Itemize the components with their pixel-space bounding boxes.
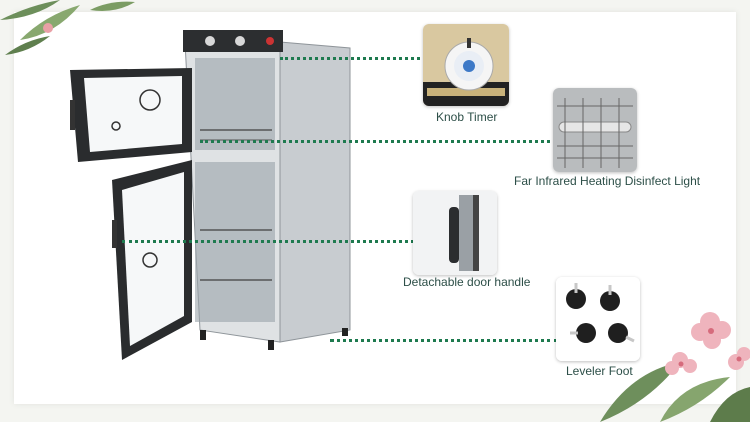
heating-light-icon	[553, 88, 637, 172]
flowers-decoration	[600, 312, 750, 422]
leveler-foot-icon	[556, 277, 640, 361]
connector-heating-light	[200, 140, 550, 143]
leaves-decoration	[0, 0, 135, 55]
door-handle-label: Detachable door handle	[403, 275, 531, 289]
knob-timer-thumbnail	[423, 24, 509, 106]
disinfection-cabinet-image	[70, 30, 351, 360]
knob-timer-label: Knob Timer	[436, 110, 498, 124]
door-handle-thumbnail	[413, 191, 497, 275]
door-handle-icon	[413, 191, 497, 275]
connector-door-handle	[122, 240, 414, 243]
heating-light-thumbnail	[553, 88, 637, 172]
leveler-foot-thumbnail	[556, 277, 640, 361]
heating-light-label: Far Infrared Heating Disinfect Light	[514, 174, 701, 188]
connector-knob-timer	[280, 57, 420, 60]
connector-leveler-foot	[330, 339, 558, 342]
leveler-foot-label: Leveler Foot	[566, 364, 633, 378]
knob-timer-icon	[423, 24, 509, 106]
